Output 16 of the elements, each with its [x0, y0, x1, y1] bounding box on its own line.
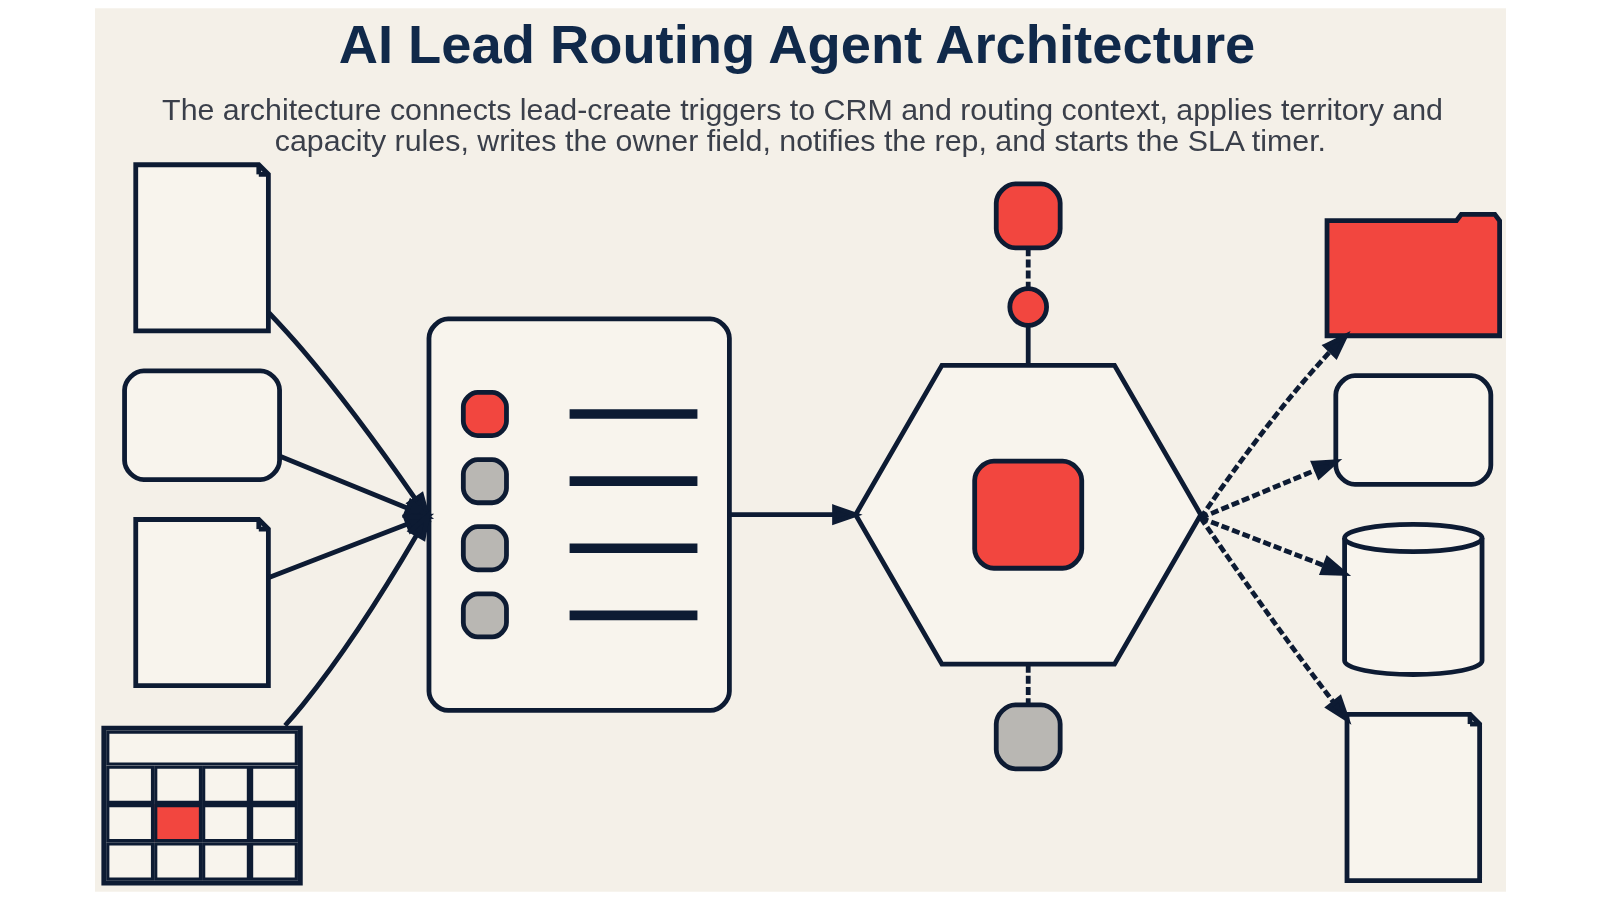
node-clipboard: [426, 316, 732, 713]
node-box: [993, 181, 1063, 251]
caption: The architecture connects lead-create triggers to CRM and routing context, applies territory and capacity rules, writes the owner field, notifies the rep, and starts the SLA timer.: [161, 93, 1443, 157]
node-folder: [1324, 211, 1502, 339]
node-hexagon: [852, 362, 1204, 667]
node-envelope: [1332, 373, 1493, 487]
arrow: [729, 504, 863, 526]
connector: [1025, 664, 1031, 705]
node-calendar: [100, 725, 303, 886]
diagram-title: AI Lead Routing Agent Architecture: [338, 13, 1255, 75]
node-box: [993, 702, 1063, 772]
node-envelope: [121, 368, 282, 482]
arrow: [1198, 516, 1351, 725]
connector: [1025, 325, 1031, 365]
connector: [1025, 248, 1031, 289]
node-circle: [1006, 286, 1049, 328]
